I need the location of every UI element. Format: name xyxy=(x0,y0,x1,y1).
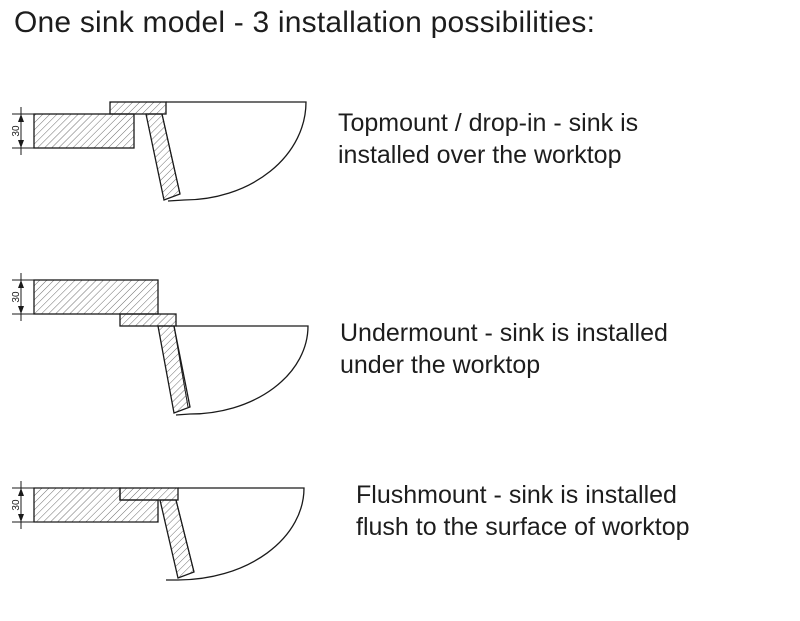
sink-flange-section xyxy=(119,313,177,327)
sink-bowl-outline xyxy=(175,325,309,416)
flushmount-drawing: 30 xyxy=(11,481,305,581)
sink-wall-section xyxy=(159,499,195,579)
flushmount-label: Flushmount - sink is installed flush to … xyxy=(356,480,690,543)
sink-wall-inner-edge xyxy=(173,325,189,408)
topmount-label: Topmount / drop-in - sink is installed o… xyxy=(338,108,638,171)
flushmount-label-line2: flush to the surface of worktop xyxy=(356,512,690,541)
topmount-label-line1: Topmount / drop-in - sink is xyxy=(338,109,639,137)
dim-arrow-up xyxy=(18,280,24,288)
dim-arrow-up xyxy=(18,114,24,122)
undermount-label: Undermount - sink is installed under the… xyxy=(340,318,668,381)
sink-wall-inner-edge xyxy=(161,113,181,195)
sink-wall-inner-edge xyxy=(175,499,195,573)
worktop-section xyxy=(33,113,135,149)
page-title: One sink model - 3 installation possibil… xyxy=(14,6,596,39)
sink-bowl-outline xyxy=(166,487,305,581)
sink-flange-section xyxy=(109,101,167,115)
dimension-30-flushmount: 30 xyxy=(11,481,37,529)
dimension-label: 30 xyxy=(11,499,22,511)
undermount-label-line2: under the worktop xyxy=(340,350,541,379)
dim-arrow-down xyxy=(18,140,24,148)
sink-wall-section xyxy=(157,325,191,414)
topmount-label-line2: installed over the worktop xyxy=(338,140,622,169)
sink-bowl-outline xyxy=(166,101,307,202)
sink-wall-section xyxy=(145,113,181,201)
dim-arrow-down xyxy=(18,306,24,314)
undermount-label-line1: Undermount - sink is installed xyxy=(340,319,668,347)
dimension-label: 30 xyxy=(11,125,22,137)
dim-arrow-up xyxy=(18,488,24,496)
dimension-30-undermount: 30 xyxy=(11,273,37,321)
topmount-drawing: 30 xyxy=(11,101,307,202)
undermount-drawing: 30 xyxy=(11,273,309,416)
sink-flange-section xyxy=(119,487,179,501)
worktop-section xyxy=(33,279,159,315)
flushmount-label-line1: Flushmount - sink is installed xyxy=(356,481,677,509)
dimension-30-topmount: 30 xyxy=(11,107,37,155)
dim-arrow-down xyxy=(18,514,24,522)
dimension-label: 30 xyxy=(11,291,22,303)
